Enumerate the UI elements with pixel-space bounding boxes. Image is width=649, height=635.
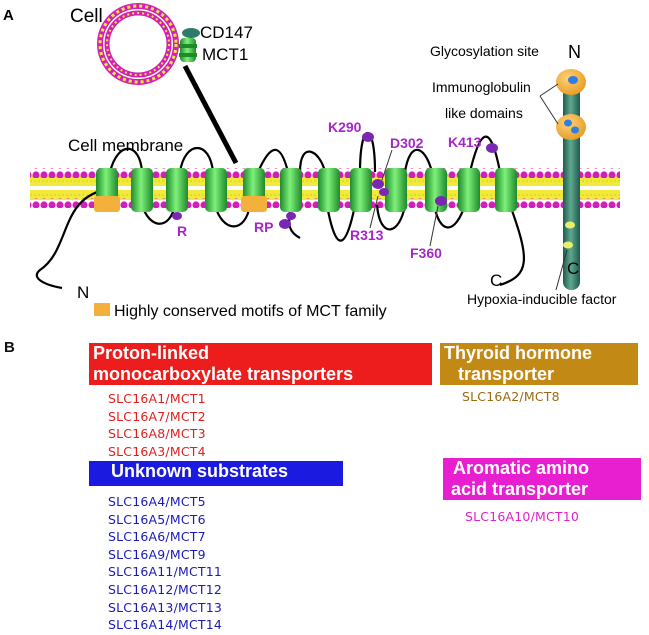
mct-topology-diagram: A Cell CD147 MCT1 Cell membrane xyxy=(3,3,620,320)
cd147-c-terminus: C xyxy=(567,259,579,278)
list-item: SLC16A4/MCT5 xyxy=(108,494,206,509)
ig-label-line2: like domains xyxy=(445,105,523,121)
residue-label-k290: K290 xyxy=(328,119,362,135)
panel-letter-a: A xyxy=(3,7,14,24)
panel-letter-b: B xyxy=(4,339,15,356)
cd147-n-terminus: N xyxy=(568,42,581,62)
list-item: SLC16A2/MCT8 xyxy=(462,389,560,404)
transmembrane-helices xyxy=(96,168,517,212)
group-box-aromatic-amino-acid: Aromatic amino acid transporter xyxy=(443,458,641,500)
list-item: SLC16A12/MCT12 xyxy=(108,581,223,597)
list-item: SLC16A7/MCT2 xyxy=(108,408,206,424)
cell-label: Cell xyxy=(70,6,103,27)
group-box-unknown-substrates: Unknown substrates xyxy=(89,461,343,486)
group-title-line: Unknown substrates xyxy=(111,461,289,481)
residue-label-k413: K413 xyxy=(448,134,482,150)
glycosylation-label: Glycosylation site xyxy=(430,43,539,59)
list-item: SLC16A5/MCT6 xyxy=(108,511,206,527)
group-list-aromatic-amino-acid: SLC16A10/MCT10 xyxy=(465,508,579,526)
group-title-line: Proton-linked xyxy=(93,343,209,363)
legend-swatch xyxy=(94,303,110,316)
list-item: SLC16A14/MCT14 xyxy=(108,617,223,633)
zoom-line xyxy=(182,64,239,165)
group-title-line: monocarboxylate transporters xyxy=(93,364,354,384)
list-item: SLC16A6/MCT7 xyxy=(108,529,206,545)
group-box-proton-linked: Proton-linked monocarboxylate transporte… xyxy=(89,343,432,385)
group-box-thyroid-hormone: Thyroid hormone transporter xyxy=(440,343,638,385)
list-item: SLC16A10/MCT10 xyxy=(465,509,580,524)
conserved-motifs xyxy=(94,196,267,212)
group-title-line: acid transporter xyxy=(451,479,589,499)
residue-label-f360: F360 xyxy=(410,245,442,261)
mct-c-terminus: C xyxy=(490,271,502,290)
legend-label: Highly conserved motifs of MCT family xyxy=(114,303,387,320)
mct1-label: MCT1 xyxy=(202,45,248,64)
mct-n-terminus: N xyxy=(77,283,89,302)
hif-label: Hypoxia-inducible factor xyxy=(467,291,617,307)
cell-membrane-label: Cell membrane xyxy=(68,136,183,155)
residue-label-r: R xyxy=(177,223,187,239)
residue-dots xyxy=(172,132,498,229)
ig-label-line1: Immunoglobulin xyxy=(432,79,531,95)
list-item: SLC16A8/MCT3 xyxy=(108,426,206,442)
residue-label-rp: RP xyxy=(254,219,273,235)
residue-label-d302: D302 xyxy=(390,135,424,151)
cd147-mct1-on-cell xyxy=(179,28,200,62)
cell-illustration xyxy=(97,3,179,85)
group-list-thyroid-hormone: SLC16A2/MCT8 xyxy=(462,388,560,406)
group-title-line: transporter xyxy=(458,364,555,384)
cd147-label: CD147 xyxy=(200,23,253,42)
group-title-line: Aromatic amino xyxy=(453,458,590,478)
residue-leader-lines xyxy=(369,149,439,247)
list-item: SLC16A1/MCT1 xyxy=(108,391,206,406)
residue-label-r313: R313 xyxy=(350,227,384,243)
list-item: SLC16A11/MCT11 xyxy=(108,564,223,580)
cd147-leader-lines xyxy=(539,83,568,291)
list-item: SLC16A3/MCT4 xyxy=(108,443,206,459)
group-list-proton-linked: SLC16A1/MCT1 SLC16A7/MCT2 SLC16A8/MCT3 S… xyxy=(108,390,206,460)
cd147-protein xyxy=(556,69,586,290)
list-item: SLC16A9/MCT9 xyxy=(108,546,206,562)
list-item: SLC16A13/MCT13 xyxy=(108,599,223,615)
group-list-unknown-substrates: SLC16A4/MCT5 SLC16A5/MCT6 SLC16A6/MCT7 S… xyxy=(108,493,222,634)
group-title-line: Thyroid hormone xyxy=(444,343,592,363)
